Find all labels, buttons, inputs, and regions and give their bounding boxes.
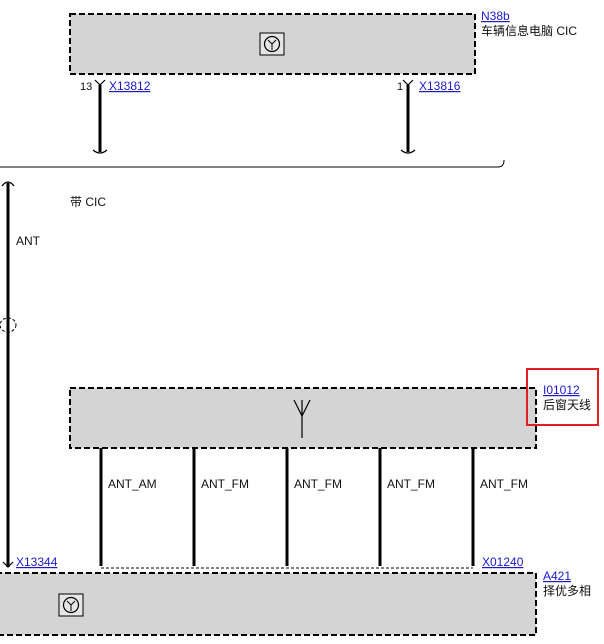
right-top-connector-link[interactable]: X13816 (419, 79, 461, 93)
antenna-wire-label-5: ANT_FM (480, 477, 528, 491)
ecu-icon (259, 32, 285, 56)
antenna-wire-label-4: ANT_FM (387, 477, 435, 491)
option-note: 带 CIC (70, 195, 106, 209)
bottom-module-code-link[interactable]: A421 (543, 569, 571, 583)
left-top-connector-link[interactable]: X13812 (109, 79, 151, 93)
antenna-module-code-link[interactable]: I01012 (543, 383, 580, 397)
option-bracket (0, 159, 505, 168)
top-wire-right (400, 79, 416, 154)
bottom-module-box[interactable] (0, 572, 537, 636)
antenna-wire-label-1: ANT_AM (108, 477, 157, 491)
top-wire-left (92, 79, 108, 154)
highlight-frame (526, 368, 599, 426)
top-module-code-link[interactable]: N38b (481, 9, 510, 23)
bottom-module-name: 择优多相 (543, 584, 591, 598)
main-wire-label: ANT (16, 234, 41, 248)
antenna-module-box[interactable] (69, 387, 537, 449)
left-top-pin-number: 13 (80, 81, 92, 93)
left-bottom-connector-link[interactable]: X13344 (16, 555, 58, 569)
antenna-wire-label-3: ANT_FM (294, 477, 342, 491)
right-bottom-connector-link[interactable]: X01240 (482, 555, 524, 569)
top-module-name: 车辆信息电脑 CIC (481, 23, 577, 38)
ecu-icon (58, 593, 84, 617)
antenna-module-name: 后窗天线 (543, 398, 591, 412)
antenna-icon (293, 399, 311, 438)
antenna-wire-label-2: ANT_FM (201, 477, 249, 491)
right-top-pin-number: 1 (397, 81, 403, 93)
main-ant-wire (1, 181, 15, 568)
